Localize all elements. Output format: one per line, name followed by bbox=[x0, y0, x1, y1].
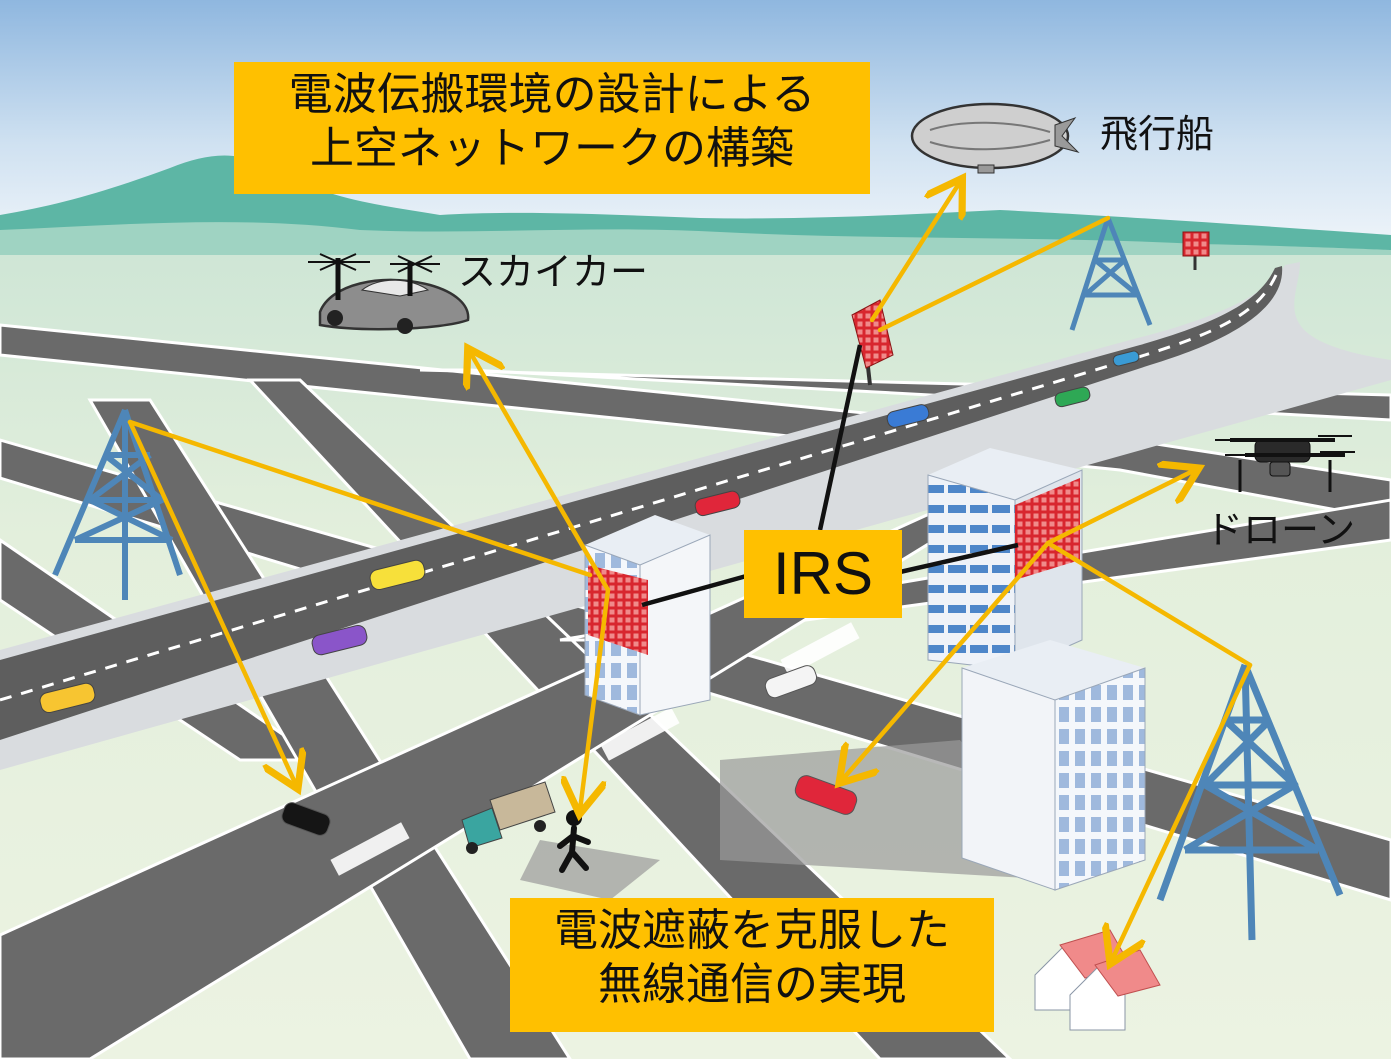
irs-pointer-lines bbox=[641, 344, 1019, 608]
airship-label: 飛行船 bbox=[1100, 112, 1215, 156]
bottom-callout-line1: 電波遮蔽を克服した bbox=[554, 905, 950, 956]
irs-billboard-far bbox=[1182, 231, 1210, 270]
top-callout-line2: 上空ネットワークの構築 bbox=[310, 123, 794, 174]
building-shadow bbox=[520, 840, 660, 900]
tower-right bbox=[1156, 663, 1344, 941]
building-right bbox=[961, 640, 1146, 891]
top-callout: 電波伝搬環境の設計による 上空ネットワークの構築 bbox=[234, 62, 870, 194]
irs-label: IRS bbox=[744, 530, 902, 618]
skycar-label: スカイカー bbox=[458, 250, 649, 294]
signal-arrows bbox=[127, 182, 1253, 960]
cars bbox=[39, 350, 1140, 836]
skycar bbox=[308, 253, 470, 334]
drone-label: ドローン bbox=[1205, 508, 1356, 552]
bottom-callout: 電波遮蔽を克服した 無線通信の実現 bbox=[510, 898, 994, 1032]
irs-billboard bbox=[851, 299, 894, 386]
crosswalks bbox=[330, 622, 860, 876]
drone bbox=[1215, 435, 1355, 492]
tower-far bbox=[1069, 217, 1153, 331]
top-callout-line1: 電波伝搬環境の設計による bbox=[288, 69, 816, 120]
bottom-callout-line2: 無線通信の実現 bbox=[598, 959, 906, 1010]
airship bbox=[910, 102, 1080, 174]
tower-left bbox=[52, 408, 183, 600]
truck bbox=[461, 781, 556, 854]
